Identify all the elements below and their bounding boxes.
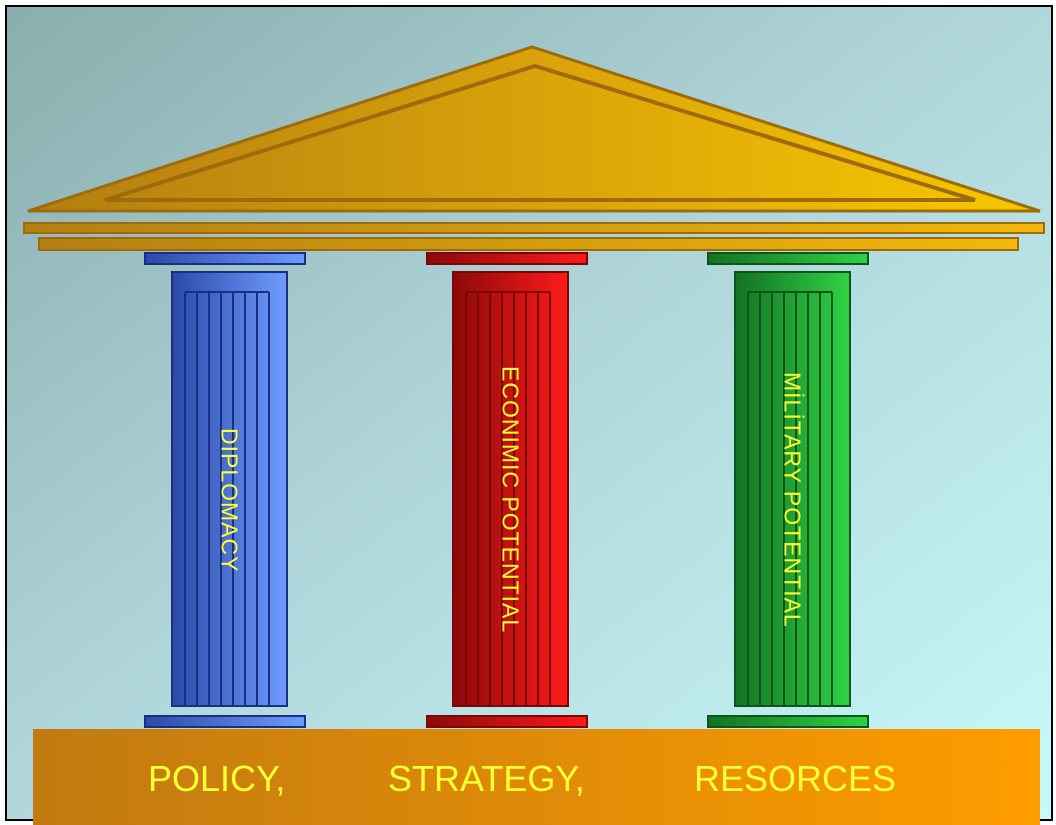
pillar-label-diplomacy: DIPLOMACY [216, 427, 243, 573]
pillar-label-military: MİLİTARY POTENTIAL [779, 372, 806, 628]
roof-beam-lower [38, 237, 1019, 251]
pillar-base [144, 715, 306, 728]
pillar-base [426, 715, 588, 728]
foundation-block [33, 729, 1040, 825]
roof-beam-upper [23, 222, 1045, 234]
pillar-label-economic: ECONIMIC POTENTIAL [497, 366, 524, 634]
pillar-shaft [171, 271, 288, 707]
roof [23, 45, 1045, 251]
pillar-shaft [452, 271, 569, 707]
pillar-military [707, 252, 869, 728]
pillar-shaft [734, 271, 851, 707]
foundation-item-strategy: STRATEGY, [388, 758, 585, 799]
pillar-economic [426, 252, 588, 728]
pillar-capital [144, 252, 306, 265]
pillar-base [707, 715, 869, 728]
foundation-item-policy: POLICY, [148, 758, 286, 799]
pillar-capital [426, 252, 588, 265]
pillar-capital [707, 252, 869, 265]
pillar-diplomacy [144, 252, 306, 728]
foundation-item-resources: RESORCES [694, 758, 897, 799]
